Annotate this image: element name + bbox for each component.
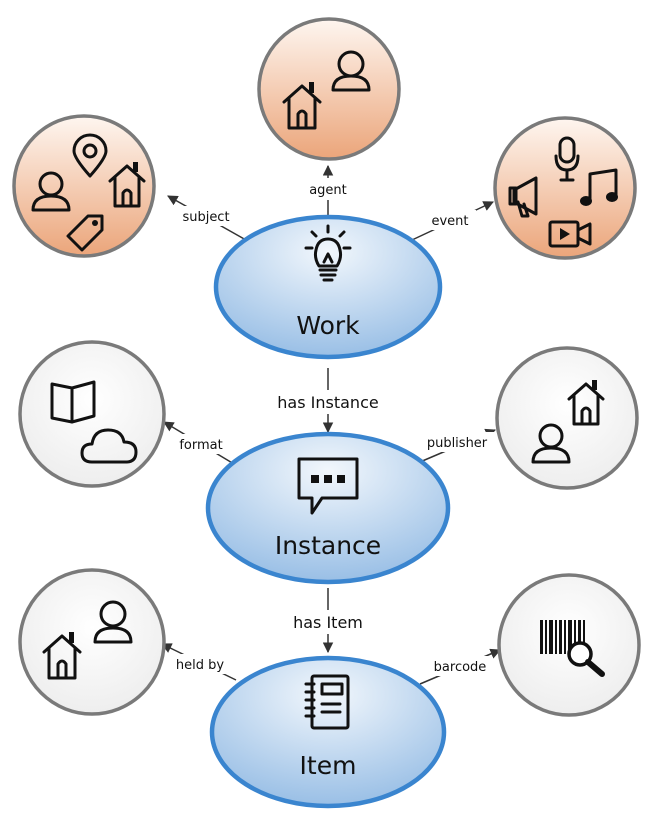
subject-circle xyxy=(12,114,156,258)
lightbulb-icon xyxy=(304,224,352,282)
has-item-relation-label: has Item xyxy=(293,613,363,632)
subject-relation-label: subject xyxy=(182,210,229,225)
publisher-relation-label: publisher xyxy=(427,436,488,451)
barcode-relation-label: barcode xyxy=(434,660,487,675)
book-icon xyxy=(50,380,96,424)
work-node: Work xyxy=(213,214,443,360)
music-note-icon xyxy=(580,168,618,206)
event-circle xyxy=(493,116,637,260)
agent-relation-label: agent xyxy=(309,183,347,198)
agent-circle xyxy=(257,17,401,161)
person-icon xyxy=(331,50,371,92)
barcode-circle xyxy=(497,573,641,717)
magnifier-icon xyxy=(567,641,605,677)
barcode-icon xyxy=(540,620,585,654)
notebook-icon xyxy=(304,674,350,730)
person-icon xyxy=(531,423,571,464)
house-icon xyxy=(108,162,146,208)
instance-node: Instance xyxy=(205,431,451,585)
person-icon xyxy=(31,171,71,212)
event-relation-label: event xyxy=(431,214,468,229)
held-by-circle xyxy=(18,568,166,716)
has-instance-relation-label: has Instance xyxy=(277,393,378,412)
item-node: Item xyxy=(209,655,447,809)
speech-bubble-icon xyxy=(297,457,359,515)
work-label: Work xyxy=(296,311,360,340)
megaphone-icon xyxy=(508,176,538,218)
house-icon xyxy=(42,632,82,680)
location-pin-icon xyxy=(72,133,108,178)
held-by-relation-label: held by xyxy=(176,658,224,673)
tag-icon xyxy=(66,214,104,252)
publisher-circle xyxy=(495,346,639,490)
video-camera-icon xyxy=(548,220,592,248)
person-icon xyxy=(93,600,133,644)
house-icon xyxy=(567,380,605,426)
cloud-icon xyxy=(80,428,138,464)
instance-label: Instance xyxy=(275,531,381,560)
item-label: Item xyxy=(300,751,357,780)
format-relation-label: format xyxy=(179,438,222,453)
relation-labels: agent subject event has Instance format … xyxy=(168,178,494,676)
format-circle xyxy=(18,340,166,488)
house-icon xyxy=(282,82,322,130)
microphone-icon xyxy=(554,136,580,182)
